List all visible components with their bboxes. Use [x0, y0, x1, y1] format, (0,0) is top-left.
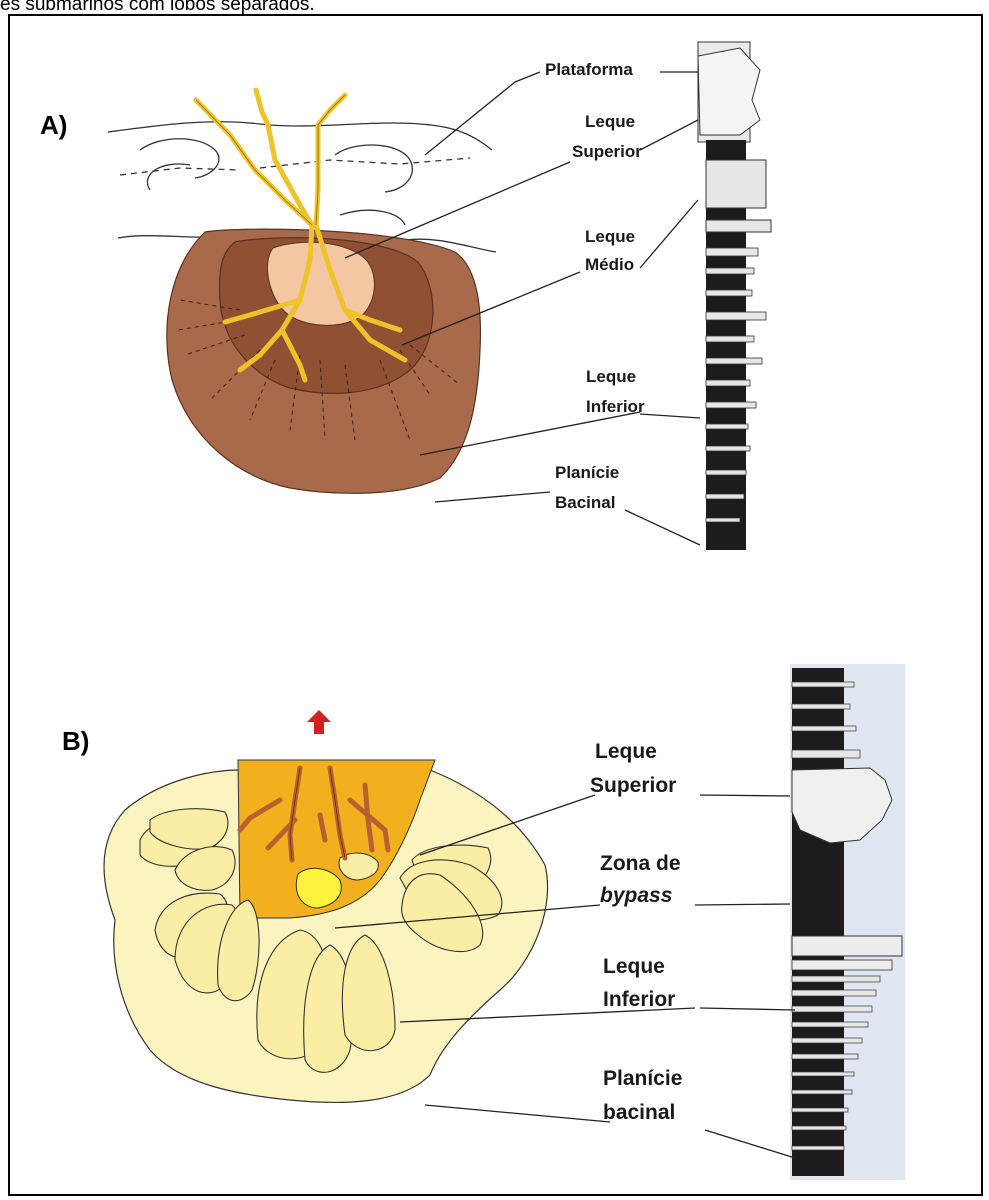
panel-b-tag: B) [62, 726, 89, 756]
label-leque-inferior-a-1: Leque [586, 367, 636, 386]
red-up-arrow [307, 710, 331, 734]
arrow-planicie-a-column [625, 510, 700, 545]
label-leque-superior-a-2: Superior [572, 142, 642, 161]
arrow-leque-superior-b-column [700, 795, 790, 796]
panel-b: B) [62, 664, 905, 1180]
arrow-leque-inferior-b-column [700, 1008, 795, 1010]
label-zona-de: Zona de [600, 852, 681, 875]
label-leque-superior-a-1: Leque [585, 112, 635, 131]
label-leque-superior-b-2: Superior [590, 774, 676, 797]
label-planicie-a-1: Planície [555, 463, 619, 482]
labels-b: Leque Superior Zona de bypass Leque Infe… [590, 740, 682, 1124]
arrow-planicie-b-column [705, 1130, 795, 1158]
label-planicie-a-2: Bacinal [555, 493, 615, 512]
fan-a [167, 90, 481, 493]
label-bypass: bypass [600, 884, 672, 907]
label-leque-inferior-b-1: Leque [603, 955, 665, 978]
label-leque-medio-2: Médio [585, 255, 634, 274]
arrow-leque-superior-column [640, 120, 698, 150]
arrow-planicie-a-fan [435, 492, 550, 502]
panel-a: A) [40, 42, 771, 550]
label-plataforma: Plataforma [545, 60, 633, 79]
column-b [790, 664, 905, 1180]
label-leque-medio-1: Leque [585, 227, 635, 246]
label-leque-inferior-b-2: Inferior [603, 988, 675, 1011]
arrow-leque-medio-column [640, 200, 698, 268]
arrow-leque-inferior-a-column [640, 414, 700, 418]
label-planicie-b-1: Planície [603, 1067, 682, 1090]
panel-a-tag: A) [40, 110, 67, 140]
column-a [698, 42, 771, 550]
arrow-bypass-column [695, 904, 790, 905]
arrow-planicie-b-fan [425, 1105, 610, 1122]
label-planicie-b-2: bacinal [603, 1101, 675, 1124]
label-leque-superior-b-1: Leque [595, 740, 657, 763]
labels-a: Plataforma Leque Superior Leque Médio Le… [545, 60, 645, 512]
